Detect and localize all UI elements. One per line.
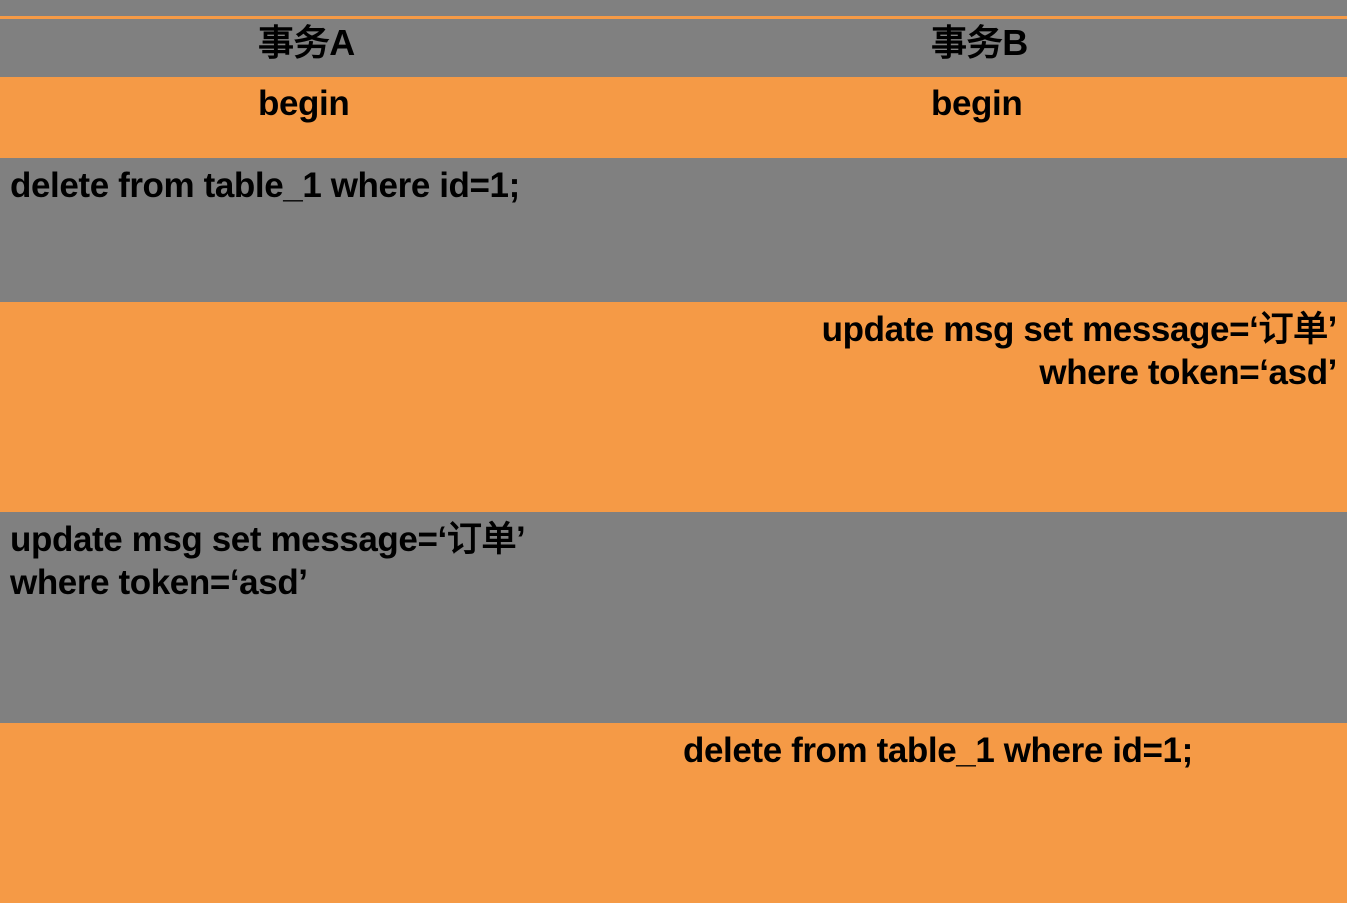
- cell-header-transaction-b: 事务B: [673, 19, 1347, 77]
- header-label-transaction-a: 事务A: [258, 22, 355, 63]
- table-row-header: 事务A 事务B: [0, 19, 1347, 77]
- empty-cell: [0, 723, 673, 903]
- cell-delete-transaction-b: delete from table_1 where id=1;: [673, 723, 1347, 903]
- empty-cell: [673, 158, 1347, 302]
- cell-delete-b-empty-a: [0, 723, 673, 903]
- table-row-delete-b: delete from table_1 where id=1;: [0, 723, 1347, 903]
- top-divider-rule: [0, 16, 1347, 19]
- statement-delete-a: delete from table_1 where id=1;: [10, 166, 520, 205]
- statement-update-b-line2: where token=‘asd’: [1039, 353, 1337, 393]
- cell-delete-a-empty-b: [673, 158, 1347, 302]
- table-row-update-b: update msg set message=‘订单’ where token=…: [0, 302, 1347, 512]
- transaction-comparison-table: 事务A 事务B begin begin delete from table_1 …: [0, 19, 1347, 903]
- statement-update-b-line1: update msg set message=‘订单’: [821, 310, 1338, 349]
- cell-update-b-empty-a: [0, 302, 673, 512]
- cell-delete-transaction-a: delete from table_1 where id=1;: [0, 158, 673, 302]
- cell-update-transaction-b: update msg set message=‘订单’ where token=…: [673, 302, 1347, 512]
- statement-begin-b: begin: [931, 84, 1023, 123]
- cell-header-transaction-a: 事务A: [0, 19, 673, 77]
- table-row-begin: begin begin: [0, 77, 1347, 158]
- table-row-delete-a: delete from table_1 where id=1;: [0, 158, 1347, 302]
- empty-cell: [0, 302, 673, 512]
- statement-update-b: update msg set message=‘订单’ where token=…: [673, 302, 1347, 512]
- empty-cell: [673, 512, 1347, 723]
- statement-delete-b: delete from table_1 where id=1;: [683, 731, 1193, 770]
- cell-update-transaction-a: update msg set message=‘订单’ where token=…: [0, 512, 673, 723]
- header-label-transaction-b: 事务B: [931, 22, 1028, 63]
- cell-update-a-empty-b: [673, 512, 1347, 723]
- statement-update-a-line1: update msg set message=‘订单’: [10, 520, 526, 559]
- statement-update-a: update msg set message=‘订单’ where token=…: [0, 512, 673, 723]
- statement-update-a-line2: where token=‘asd’: [10, 563, 308, 603]
- cell-begin-transaction-a: begin: [0, 77, 673, 158]
- cell-begin-transaction-b: begin: [673, 77, 1347, 158]
- table-row-update-a: update msg set message=‘订单’ where token=…: [0, 512, 1347, 723]
- statement-begin-a: begin: [258, 84, 350, 123]
